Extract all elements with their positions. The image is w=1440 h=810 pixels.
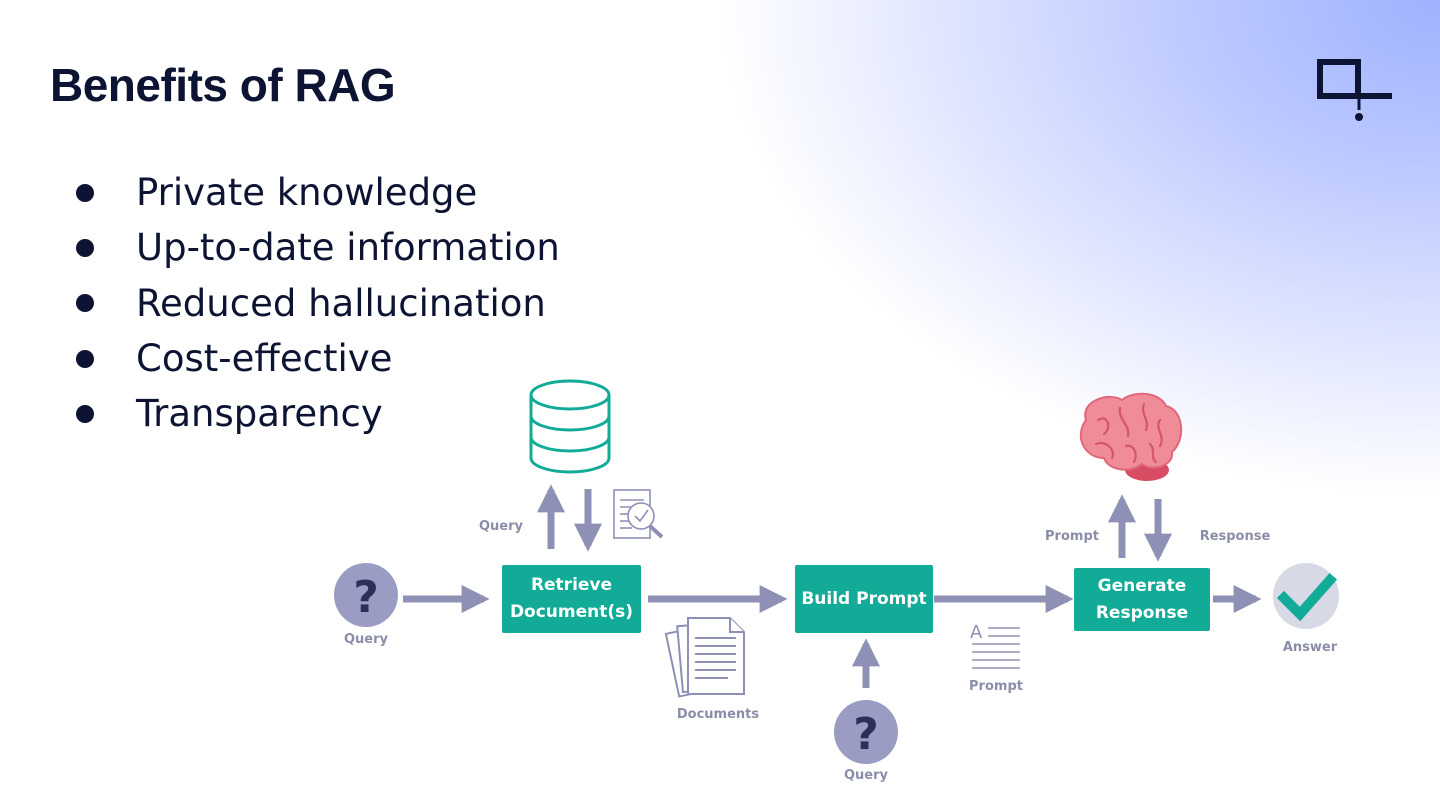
- bullet-item: Cost-effective: [76, 331, 560, 386]
- logo-icon: [1317, 59, 1392, 121]
- svg-text:A: A: [970, 622, 983, 643]
- bullet-text: Reduced hallucination: [136, 281, 546, 325]
- label-prompt-doc: Prompt: [969, 679, 1023, 694]
- generate-response-box: Generate Response: [1074, 568, 1210, 631]
- label-response-llm: Response: [1199, 529, 1271, 544]
- bullet-dot: [76, 294, 94, 313]
- bullet-item: Reduced hallucination: [76, 276, 560, 331]
- label-documents: Documents: [676, 707, 760, 722]
- label-answer: Answer: [1282, 640, 1338, 655]
- document-check-icon: [613, 489, 664, 539]
- label-query-db: Query: [478, 519, 524, 534]
- slide-title: Benefits of RAG: [50, 59, 396, 111]
- checkmark-icon: [1273, 563, 1339, 629]
- bullet-item: Private knowledge: [76, 165, 560, 220]
- bullet-item: Up-to-date information: [76, 220, 560, 275]
- label-query-left: Query: [343, 632, 389, 647]
- label-query-bottom: Query: [843, 768, 889, 783]
- bullet-dot: [76, 349, 94, 368]
- brain-icon: [1079, 392, 1183, 481]
- bullet-text: Up-to-date information: [136, 226, 560, 270]
- bullet-dot: [76, 238, 94, 257]
- bullet-list: Private knowledge Up-to-date information…: [76, 165, 560, 441]
- bullet-text: Cost-effective: [136, 336, 393, 380]
- svg-text:?: ?: [353, 572, 379, 623]
- flow-arrows: [403, 484, 1262, 688]
- build-prompt-box: Build Prompt: [795, 565, 933, 633]
- bullet-text: Transparency: [136, 392, 383, 436]
- database-icon: [529, 379, 611, 474]
- retrieve-documents-box: Retrieve Document(s): [502, 565, 641, 633]
- prompt-text-icon: A: [970, 622, 1020, 669]
- documents-icon: [664, 617, 745, 698]
- question-icon: ?: [334, 563, 398, 627]
- bullet-dot: [76, 183, 94, 202]
- bullet-dot: [76, 404, 94, 423]
- label-prompt-llm: Prompt: [1045, 529, 1099, 544]
- svg-text:?: ?: [853, 709, 879, 760]
- bullet-text: Private knowledge: [136, 171, 478, 214]
- question-icon: ?: [834, 700, 898, 764]
- bullet-item: Transparency: [76, 386, 560, 441]
